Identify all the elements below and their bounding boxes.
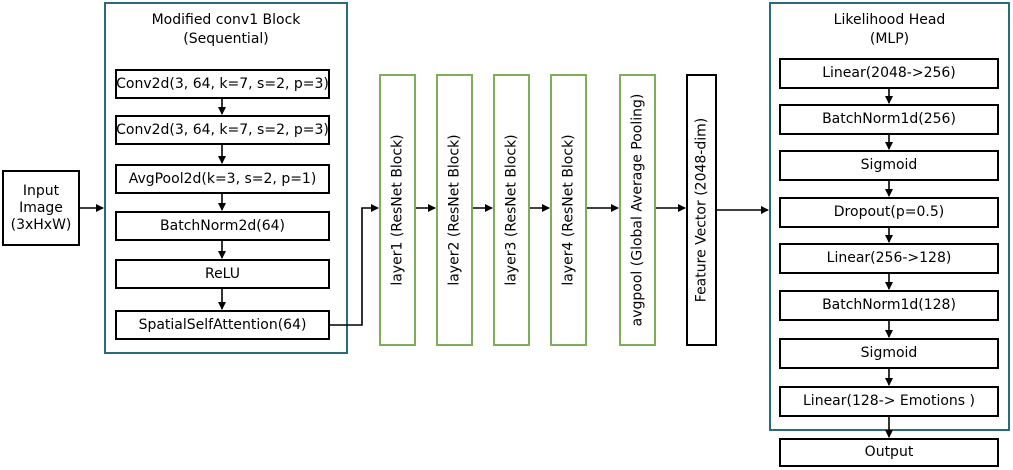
resnet-layer3-box: layer3 (ResNet Block) — [493, 74, 530, 346]
head-layer-sigmoid-2: Sigmoid — [779, 338, 999, 369]
head-layer-linear-1: Linear(2048->256) — [779, 58, 999, 89]
arrow-attention-to-layer1 — [330, 204, 379, 326]
conv1-layer-avgpool: AvgPool2d(k=3, s=2, p=1) — [115, 164, 330, 194]
conv1-layer-batchnorm: BatchNorm2d(64) — [115, 211, 330, 241]
conv1-layer-conv2d-1: Conv2d(3, 64, k=7, s=2, p=3) — [115, 69, 330, 99]
conv1-layer-relu: ReLU — [115, 259, 330, 289]
input-image-box: Input Image (3xHxW) — [2, 170, 80, 246]
conv1-block-subtitle: (Sequential) — [183, 31, 269, 47]
resnet-layer1-box: layer1 (ResNet Block) — [379, 74, 416, 346]
input-label-line-1: Input — [22, 182, 60, 199]
head-layer-dropout: Dropout(p=0.5) — [779, 197, 999, 228]
resnet-layer2-box: layer2 (ResNet Block) — [436, 74, 473, 346]
head-layer-linear-2: Linear(256->128) — [779, 243, 999, 274]
conv1-block-title: Modified conv1 Block — [151, 12, 301, 28]
likelihood-head-title: Likelihood Head — [833, 12, 946, 28]
input-label-line-2: Image — [19, 199, 63, 216]
input-label-line-3: (3xHxW) — [10, 216, 72, 233]
output-box: Output — [779, 438, 999, 467]
head-layer-sigmoid-1: Sigmoid — [779, 150, 999, 181]
resnet-layer4-box: layer4 (ResNet Block) — [550, 74, 587, 346]
head-layer-batchnorm-1: BatchNorm1d(256) — [779, 104, 999, 135]
conv1-layer-attention: SpatialSelfAttention(64) — [115, 310, 330, 340]
feature-vector-box: Feature Vector (2048-dim) — [686, 74, 717, 346]
likelihood-head-subtitle: (MLP) — [869, 31, 910, 47]
avgpool-box: avgpool (Global Average Pooling) — [619, 74, 656, 346]
conv1-layer-conv2d-2: Conv2d(3, 64, k=7, s=2, p=3) — [115, 115, 330, 145]
head-layer-linear-3: Linear(128-> Emotions ) — [779, 386, 999, 417]
head-layer-batchnorm-2: BatchNorm1d(128) — [779, 290, 999, 321]
